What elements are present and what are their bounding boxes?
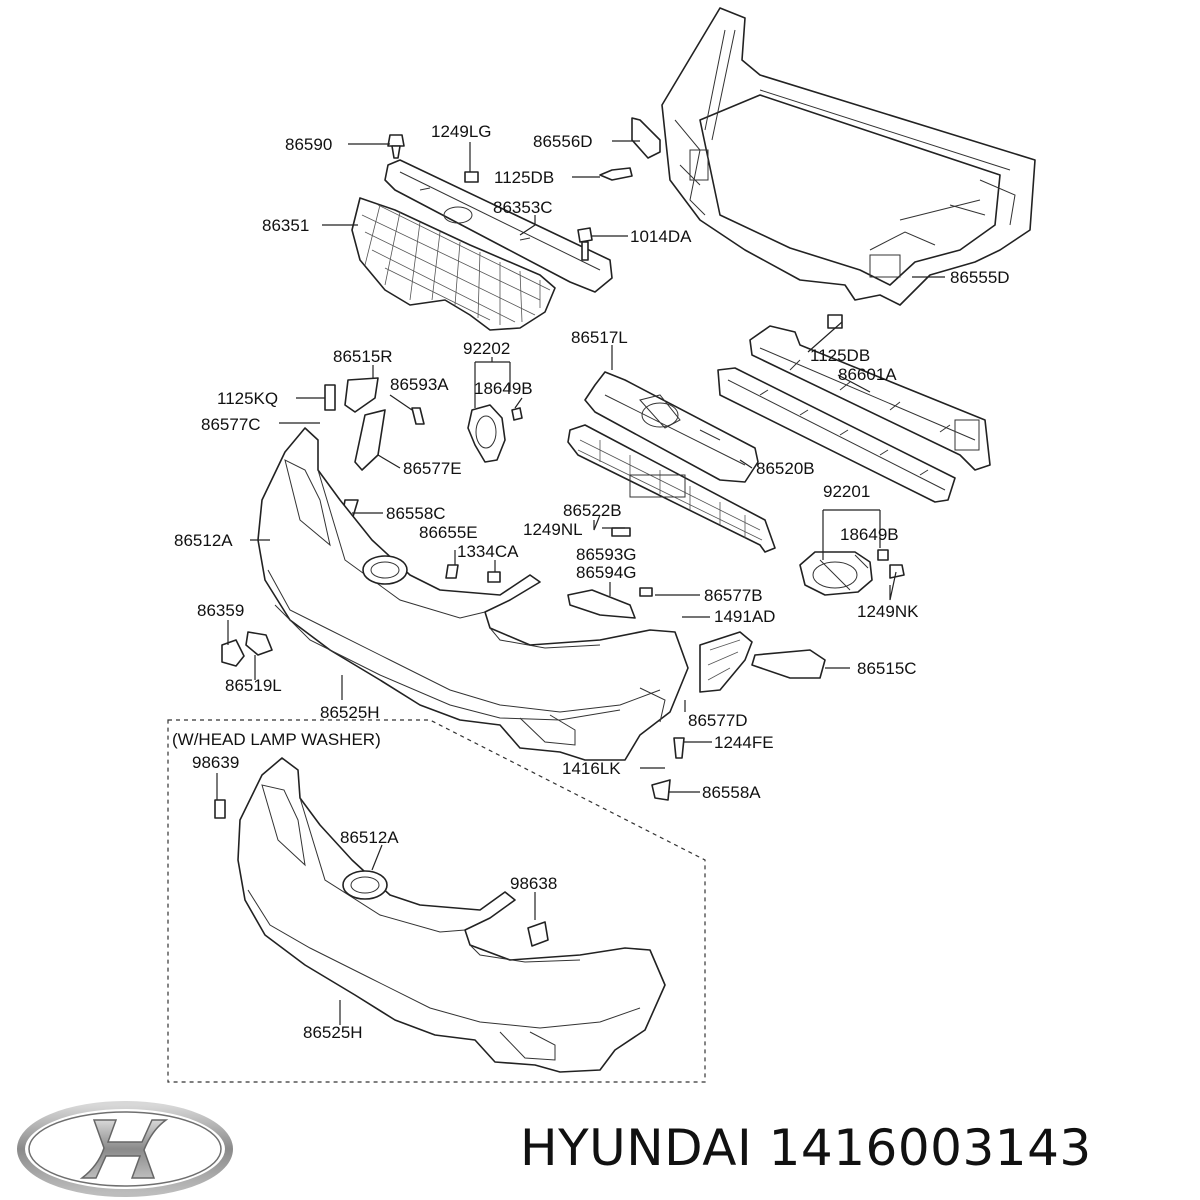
caption: HYUNDAI 1416003143	[520, 1108, 1092, 1188]
front-bumper-cover-86512a	[257, 427, 689, 761]
part-label: 86517L	[571, 328, 628, 347]
part-label: 1125KQ	[217, 389, 278, 408]
part-label: 98638	[510, 874, 557, 893]
part-label: 18649B	[474, 379, 533, 398]
leader-lines	[216, 140, 945, 1025]
part-label: 86601A	[838, 365, 897, 384]
part-label: 86525H	[320, 703, 380, 722]
part-label: 86353C	[493, 198, 553, 217]
part-label: 86555D	[950, 268, 1010, 287]
part-label: 1334CA	[457, 542, 519, 561]
fog-lamp-92201	[799, 549, 905, 596]
part-label: 86519L	[225, 676, 282, 695]
part-label: 86655E	[419, 523, 478, 542]
part-label: 86525H	[303, 1023, 363, 1042]
part-label: 86593G	[576, 545, 637, 564]
part-label: 86522B	[563, 501, 622, 520]
part-label: 98639	[192, 753, 239, 772]
part-label: 86558C	[386, 504, 446, 523]
grille-bracket-86517l	[584, 371, 759, 483]
part-label: 18649B	[840, 525, 899, 544]
bumper-beam-86601a	[749, 325, 991, 471]
part-label: 86594G	[576, 563, 637, 582]
part-label: 1416LK	[562, 759, 621, 778]
part-label: 1249NK	[857, 602, 919, 621]
upper-grille-86351	[351, 197, 556, 331]
brand-name: HYUNDAI	[520, 1119, 753, 1177]
grille-bracket-86353c	[384, 159, 613, 293]
part-label: 92201	[823, 482, 870, 501]
part-label: 86577B	[704, 586, 763, 605]
part-label: 86590	[285, 135, 332, 154]
part-label: 86515C	[857, 659, 917, 678]
part-label: 86512A	[340, 828, 399, 847]
head-lamp-washer-inset	[167, 719, 706, 1083]
part-label: 86558A	[702, 783, 761, 802]
part-label: 86351	[262, 216, 309, 235]
part-label: 86577D	[688, 711, 748, 730]
lower-grille-86522b	[567, 424, 776, 553]
part-label: 1125DB	[810, 346, 870, 365]
part-label: 86556D	[533, 132, 593, 151]
part-label: 86577C	[201, 415, 261, 434]
part-label: 1125DB	[494, 168, 554, 187]
part-label: 1244FE	[714, 733, 774, 752]
part-label: 1491AD	[714, 607, 775, 626]
inset-title: (W/HEAD LAMP WASHER)	[172, 730, 381, 749]
part-label: 1014DA	[630, 227, 692, 246]
part-label: 86512A	[174, 531, 233, 550]
part-number: 1416003143	[768, 1119, 1092, 1177]
part-label: 86577E	[403, 459, 462, 478]
part-label: 86515R	[333, 347, 393, 366]
radiator-support-frame	[661, 7, 1036, 306]
fasteners-top	[387, 117, 843, 329]
part-label: 86359	[197, 601, 244, 620]
part-labels: 86590 1249LG 86556D 1125DB 86351 86353C …	[172, 122, 1010, 1042]
fog-lamp-92202	[467, 404, 523, 463]
part-label: 1249NL	[523, 520, 583, 539]
part-label: 1249LG	[431, 122, 492, 141]
energy-absorber-86520b	[717, 367, 956, 503]
part-label: 86520B	[756, 459, 815, 478]
hyundai-logo-icon	[17, 1101, 233, 1197]
small-brackets	[214, 377, 826, 819]
part-label: 86593A	[390, 375, 449, 394]
part-label: 92202	[463, 339, 510, 358]
